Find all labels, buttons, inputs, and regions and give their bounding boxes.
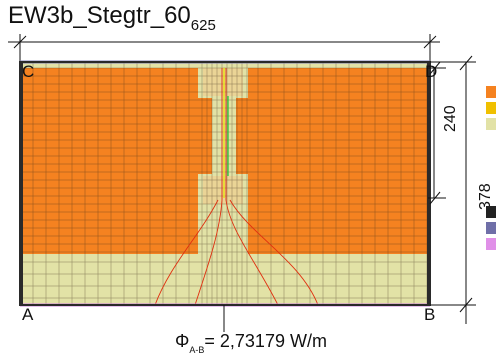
isotherm-red-left [194, 68, 223, 305]
cool-region-bottom [20, 254, 430, 305]
isotherm-red-far-right [229, 199, 319, 305]
legend-swatch [486, 222, 496, 234]
flux-symbol: Φ [175, 331, 190, 351]
flux-subscript: A-B [189, 345, 205, 355]
web-core-region [198, 62, 248, 256]
heat-flux-annotation: ΦA-B= 2,73179 W/m [175, 331, 327, 355]
isotherm-red-far-left [154, 199, 219, 305]
dimension-label-240: 240 [442, 105, 459, 132]
legend-swatch [486, 206, 496, 218]
web-flange-bottom [203, 176, 243, 204]
flux-value: = 2,73179 W/m [204, 331, 327, 351]
legend-swatch [486, 102, 496, 114]
diagram-title: EW3b_Stegtr_60625 [8, 2, 216, 34]
right-dimension-lines [428, 55, 476, 324]
corner-label-b: B [424, 305, 436, 324]
isotherm-red-right [225, 68, 279, 305]
corner-label-a: A [22, 305, 34, 324]
corner-label-d: D [425, 62, 438, 81]
title-main: EW3b_Stegtr_60 [8, 2, 191, 29]
web-flange-top [203, 68, 243, 96]
top-dimension-line [8, 34, 440, 62]
legend-swatch [486, 86, 496, 98]
legend-swatch [486, 118, 496, 130]
title-subscript: 625 [190, 17, 216, 34]
isotherm-lines [154, 68, 319, 305]
corner-label-c: C [22, 62, 35, 81]
legend-swatch [486, 238, 496, 250]
